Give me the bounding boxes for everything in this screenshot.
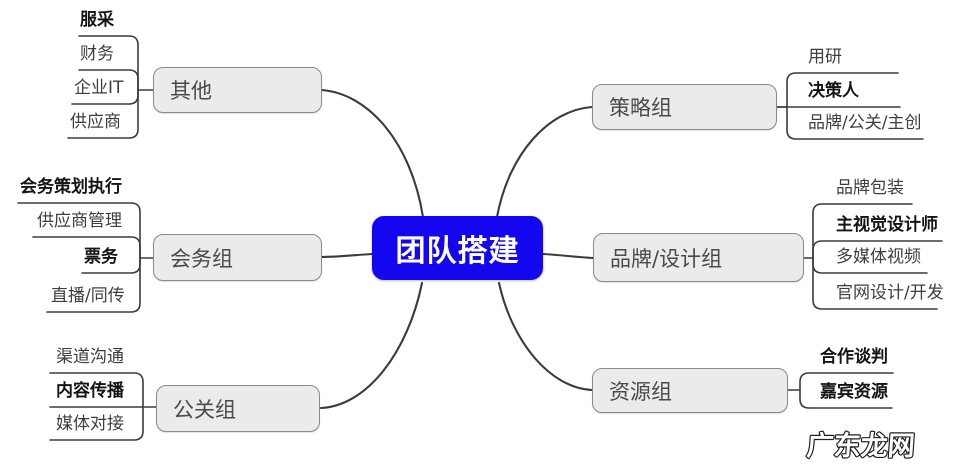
group-node-brand-design[interactable]: 品牌/设计组: [593, 233, 804, 282]
leaf-topic[interactable]: 财务: [80, 44, 114, 64]
leaf-topic[interactable]: 媒体对接: [56, 414, 124, 434]
leaf-topic[interactable]: 主视觉设计师: [836, 215, 938, 235]
bracket-resources: [787, 372, 894, 409]
bracket-conference: [17, 202, 154, 313]
bracket-others: [67, 35, 154, 139]
leaf-topic[interactable]: 票务: [84, 247, 118, 267]
group-node-others[interactable]: 其他: [153, 67, 322, 113]
leaf-topic[interactable]: 直播/同传: [51, 286, 125, 306]
leaf-topic[interactable]: 品牌包装: [836, 178, 904, 198]
leaf-topic[interactable]: 品牌/公关/主创: [808, 113, 922, 133]
edge-conference: [319, 252, 374, 259]
leaf-topic[interactable]: 供应商管理: [37, 211, 122, 231]
leaf-topic[interactable]: 用研: [808, 47, 842, 67]
central-topic[interactable]: 团队搭建: [372, 216, 543, 280]
leaf-topic[interactable]: 会务策划执行: [20, 177, 122, 197]
group-node-resources[interactable]: 资源组: [592, 368, 788, 413]
leaf-topic[interactable]: 决策人: [808, 81, 859, 101]
bracket-pr: [49, 372, 157, 441]
edge-strategy: [495, 105, 594, 219]
leaf-topic[interactable]: 企业IT: [74, 78, 124, 98]
leaf-topic[interactable]: 多媒体视频: [836, 247, 921, 267]
group-node-conference[interactable]: 会务组: [153, 234, 322, 281]
bracket-brand-design: [803, 203, 943, 310]
edge-others: [319, 88, 425, 219]
leaf-topic[interactable]: 渠道沟通: [56, 347, 124, 367]
branch-edges: [319, 88, 595, 410]
edge-pr: [319, 281, 424, 410]
bracket-strategy: [776, 72, 924, 140]
leaf-topic[interactable]: 合作谈判: [820, 347, 888, 367]
leaf-topic[interactable]: 官网设计/开发: [836, 283, 944, 303]
leaf-topic[interactable]: 服采: [80, 10, 114, 30]
group-node-strategy[interactable]: 策略组: [592, 84, 777, 130]
leaf-topic[interactable]: 嘉宾资源: [820, 382, 888, 402]
group-node-pr[interactable]: 公关组: [156, 385, 320, 432]
edge-resources: [497, 281, 594, 392]
edge-brand-design: [541, 252, 595, 260]
leaf-topic[interactable]: 供应商: [70, 112, 121, 132]
leaf-topic[interactable]: 内容传播: [56, 381, 124, 401]
